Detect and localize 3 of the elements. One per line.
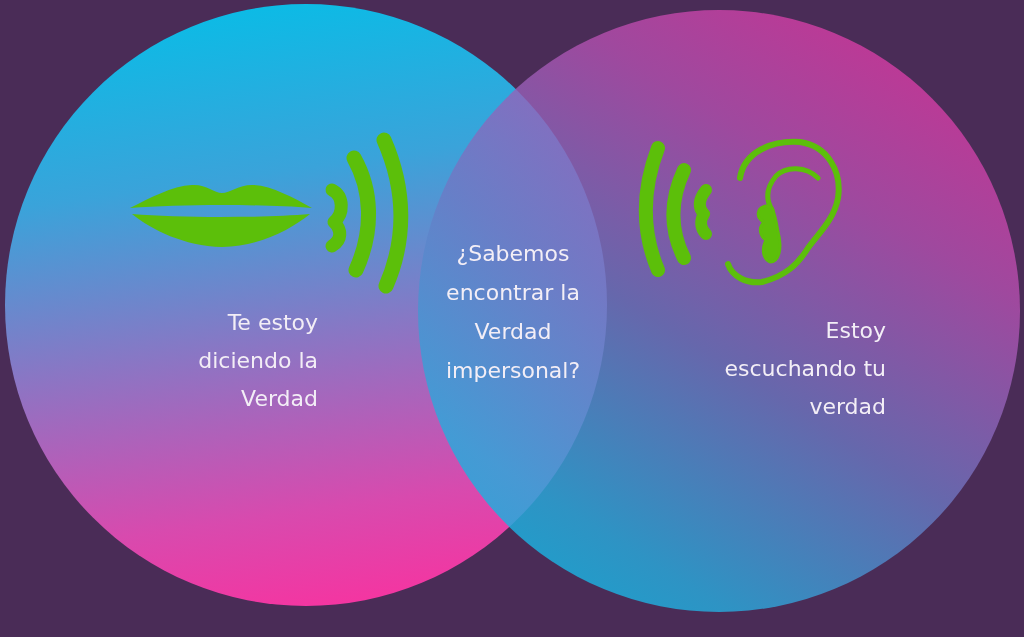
overlap-question-text: ¿Sabemos encontrar la Verdad impersonal? — [444, 240, 582, 385]
circle-text: Estoy escuchando tu verdad — [723, 317, 886, 421]
circle-text: Te estoy diciendo la Verdad — [197, 309, 318, 413]
